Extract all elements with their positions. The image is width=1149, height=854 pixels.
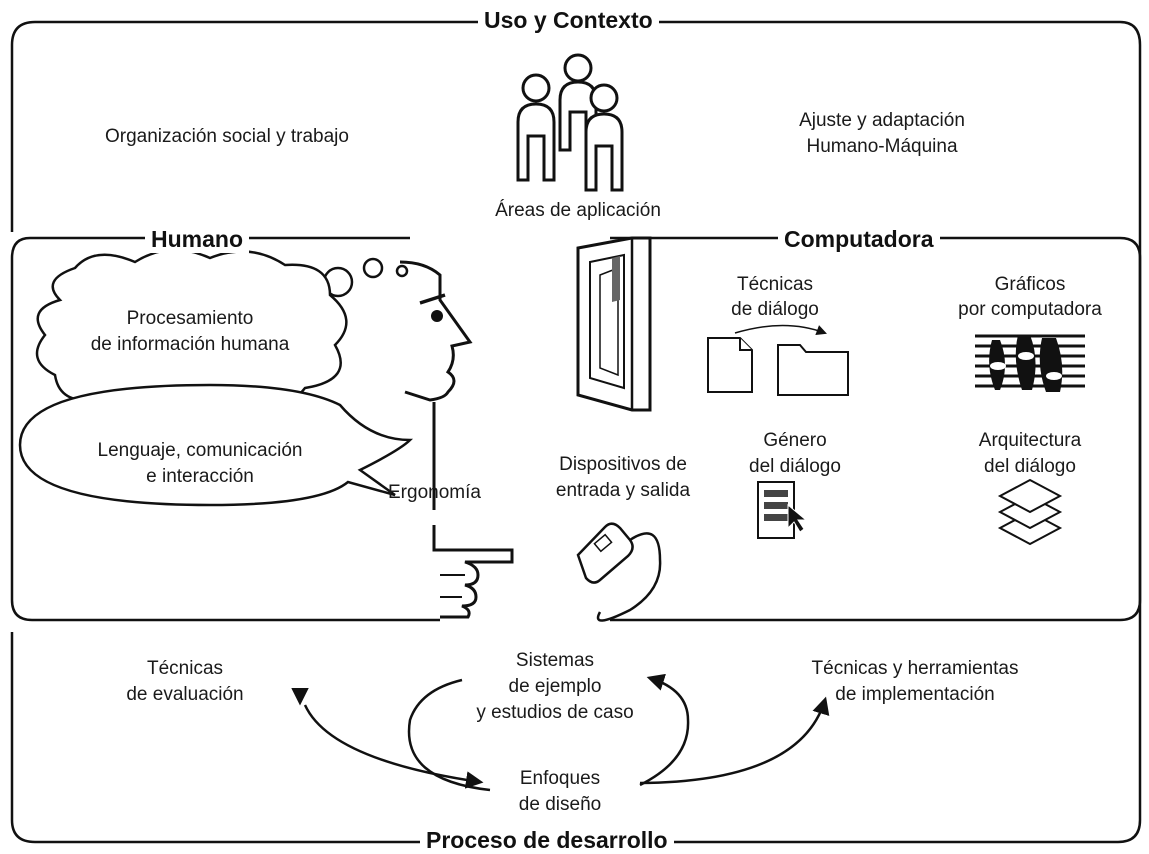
label-implementacion-2: de implementación	[835, 684, 995, 705]
label-genero-2: del diálogo	[749, 456, 841, 477]
label-evaluacion-2: de evaluación	[126, 684, 244, 705]
section-computadora: Computadora	[778, 225, 940, 253]
human-face-icon	[399, 260, 473, 402]
label-graficos-2: por computadora	[958, 299, 1102, 320]
people-icon	[516, 53, 624, 192]
label-procesamiento-2: de información humana	[90, 334, 290, 355]
pointing-hand-icon	[432, 525, 514, 619]
computadora-frame	[610, 236, 1142, 622]
label-lenguaje-1: Lenguaje, comunicación	[97, 440, 303, 461]
label-ajuste-1: Ajuste y adaptación	[799, 110, 965, 131]
label-sistemas-3: y estudios de caso	[476, 702, 634, 723]
label-ajuste-2: Humano-Máquina	[806, 136, 958, 157]
document-folder-icon	[707, 324, 849, 396]
eyebrow-icon	[419, 293, 446, 305]
eye-icon	[431, 310, 443, 322]
arrow-to-implementacion	[639, 696, 830, 785]
label-sistemas-2: de ejemplo	[508, 676, 602, 697]
label-arquitectura-2: del diálogo	[984, 456, 1076, 477]
label-lenguaje-2: e interacción	[146, 466, 254, 487]
label-tecnicas-dialogo-1: Técnicas	[736, 274, 814, 295]
label-tecnicas-dialogo-2: de diálogo	[731, 299, 819, 320]
process-arrows	[291, 673, 830, 792]
section-uso-contexto: Uso y Contexto	[478, 6, 659, 34]
label-procesamiento-1: Procesamiento	[126, 308, 254, 329]
label-arquitectura-1: Arquitectura	[978, 430, 1082, 451]
label-enfoques-2: de diseño	[518, 794, 602, 815]
label-ergonomia: Ergonomía	[388, 482, 481, 503]
section-proceso-desarrollo: Proceso de desarrollo	[420, 826, 674, 854]
arrow-loop-left	[407, 678, 491, 792]
layers-icon	[997, 478, 1063, 546]
label-areas: Áreas de aplicación	[495, 200, 661, 221]
label-organizacion: Organización social y trabajo	[105, 126, 349, 147]
label-dispositivos-1: Dispositivos de	[559, 454, 687, 475]
dialog-list-icon	[757, 481, 808, 539]
label-implementacion-1: Técnicas y herramientas	[811, 658, 1019, 679]
section-humano: Humano	[145, 225, 249, 253]
label-dispositivos-2: entrada y salida	[555, 480, 691, 501]
humano-frame	[10, 236, 440, 622]
speech-bubble-icon	[18, 383, 414, 507]
label-evaluacion-1: Técnicas	[146, 658, 224, 679]
thought-bubble-icon	[35, 248, 409, 416]
label-sistemas-1: Sistemas	[515, 650, 595, 671]
arrow-loop-right	[639, 673, 690, 787]
arrow-to-enfoques	[303, 704, 484, 789]
graphics-icon	[975, 333, 1085, 393]
label-graficos-1: Gráficos	[994, 274, 1066, 295]
label-enfoques-1: Enfoques	[519, 768, 601, 789]
label-genero-1: Género	[763, 430, 827, 451]
monitor-icon	[576, 236, 652, 412]
mouse-icon	[576, 522, 662, 622]
